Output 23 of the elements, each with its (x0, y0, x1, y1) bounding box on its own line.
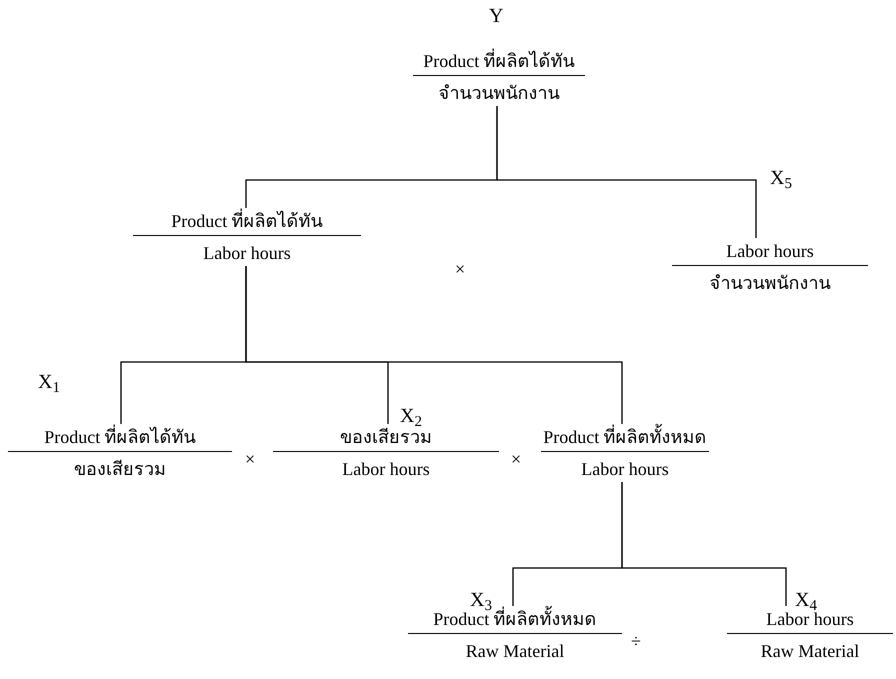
denominator: Labor hours (341, 458, 431, 481)
numerator: Product ที่ผลิตได้ทัน (8, 424, 232, 452)
variable-label: X$_{5}$ (770, 166, 792, 190)
numerator: Labor hours (672, 238, 868, 266)
denominator: ของเสียรวม (73, 458, 167, 481)
denominator: จำนวนพนักงาน (438, 82, 560, 105)
connector-line (621, 482, 787, 606)
operator-sign: × (245, 448, 256, 470)
denominator: Labor hours (202, 242, 292, 265)
variable-label: X$_{1}$ (38, 370, 60, 394)
variable-label: Y (489, 4, 504, 28)
connector-line (245, 266, 623, 424)
denominator: จำนวนพนักงาน (708, 272, 832, 295)
operator-sign: ÷ (631, 630, 641, 652)
denominator: Raw Material (760, 640, 860, 663)
denominator: Labor hours (580, 458, 670, 481)
numerator: Product ที่ผลิตทั้งหมด (541, 424, 709, 452)
operator-sign: × (511, 448, 522, 470)
operator-sign: × (455, 258, 466, 280)
numerator: Product ที่ผลิตได้ทัน (133, 208, 361, 236)
numerator: Product ที่ผลิตได้ทัน (413, 48, 585, 76)
denominator: Raw Material (464, 640, 566, 663)
connector-line (496, 106, 757, 238)
